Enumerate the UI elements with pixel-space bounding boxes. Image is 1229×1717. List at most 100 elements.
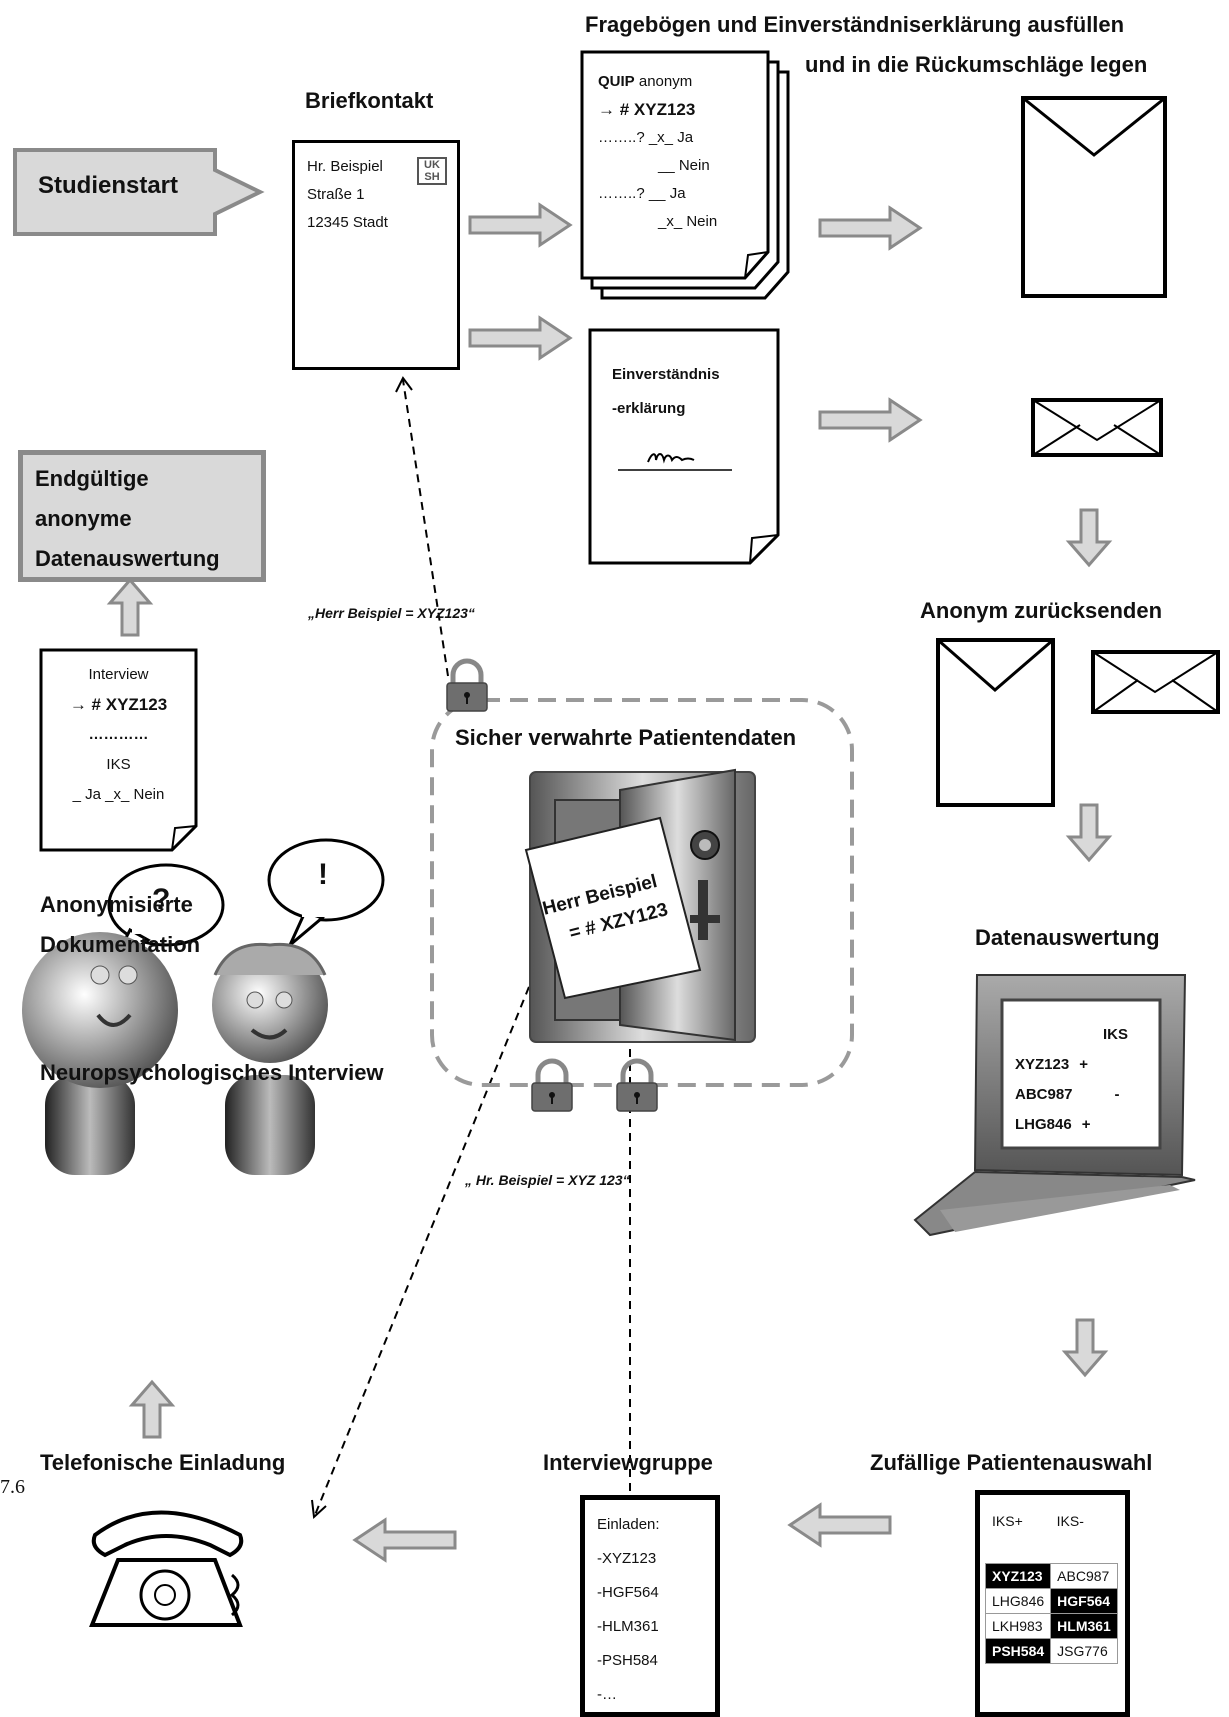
title-fragebogen-line1: Fragebögen und Einverständniserklärung a… [585,12,1125,37]
arrow-up-interview [130,1380,174,1439]
envelope-open-icon [1021,96,1167,298]
envelope-closed-icon [1091,650,1220,714]
invite-title: Einladen: [597,1516,660,1533]
arrow-up-endgueltig [108,578,152,637]
laptop-row: LHG846 + [1015,1110,1155,1140]
endgueltig-line: Endgültige [35,466,149,491]
quip-row: ……..? _x_ Ja [598,129,694,146]
padlock-icon [616,1058,658,1112]
interview-dots: ………… [88,726,149,743]
selection-header: IKS+ [992,1513,1023,1529]
selection-cell: ABC987 [1050,1563,1118,1589]
question-mark: ? [152,883,171,916]
selection-cell: LHG846 [984,1588,1052,1614]
title-briefkontakt: Briefkontakt [305,88,434,113]
selection-cell: HGF564 [1050,1588,1118,1614]
quip-head-bold: QUIP [598,73,635,90]
title-studienstart: Studienstart [38,172,179,199]
studienstart-arrow-box [13,148,265,236]
interview-id: → # XYZ123 [69,695,168,714]
consent-line: Einverständnis [612,366,720,383]
quote-bottom: „ Hr. Beispiel = XYZ 123“ [465,1172,630,1188]
consent-line: -erklärung [612,400,686,417]
margin-number: 7.6 [0,1476,25,1498]
padlock-icon [531,1058,573,1112]
selection-cell: LKH983 [984,1613,1052,1639]
selection-header: IKS- [1056,1513,1084,1529]
laptop-header: IKS [1103,1026,1129,1043]
letter-line: Hr. Beispiel [307,158,383,175]
quip-paper-stack [580,50,790,300]
selection-cell: PSH584 [984,1638,1052,1664]
arrow-down-3 [1063,1318,1107,1377]
arrow-to-quip [468,203,572,247]
invite-item: -XYZ123 [597,1550,657,1567]
letter-line: 12345 Stadt [307,214,388,231]
laptop-row-value: - [1114,1086,1120,1103]
person-right-icon [212,942,328,1175]
arrow-to-envelope-big [818,206,922,250]
quip-row: __ Nein [658,157,710,174]
title-sicher: Sicher verwahrte Patientendaten [455,725,797,750]
envelope-open-icon [936,638,1055,807]
interview-answer: _ Ja _x_ Nein [72,786,165,803]
interview-doc-content: Interview → # XYZ123 ………… IKS _ Ja _x_ N… [41,660,196,810]
interview-paper [39,648,198,852]
selection-cell: JSG776 [1050,1638,1118,1664]
person-left-icon [22,932,178,1175]
interview-title: Interview [88,666,149,683]
arrow-to-consent [468,316,572,360]
laptop-row-id: ABC987 [1015,1086,1073,1103]
endgueltig-line: anonyme [35,506,132,531]
laptop-row-value: + [1079,1056,1088,1073]
laptop-row: ABC987 - [1015,1080,1155,1110]
laptop-row-id: LHG846 [1015,1116,1072,1133]
exclaim-mark: ! [318,858,328,891]
selection-headers: IKS+ IKS- [992,1513,1122,1529]
consent-paper [588,328,780,565]
quip-id: → # XYZ123 [598,100,696,119]
quip-row: ……..? __ Ja [598,185,686,202]
endgueltig-box: Endgültige anonyme Datenauswertung [18,450,266,582]
laptop-row: XYZ123+ [1015,1050,1155,1080]
interview-iks: IKS [106,756,131,773]
arrow-left-1 [788,1503,892,1547]
quip-content: QUIP anonym → # XYZ123 ……..? _x_ Ja __ N… [598,68,758,236]
arrow-to-envelope-small [818,398,922,442]
consent-content: Einverständnis -erklärung [612,358,720,426]
telephone-icon [89,1510,244,1627]
title-telefonisch: Telefonische Einladung [40,1450,286,1475]
letter-line: Straße 1 [307,186,365,203]
laptop-table: IKS XYZ123+ ABC987 - LHG846 + [1015,1020,1155,1140]
title-neuropsych: Neuropsychologisches Interview [40,1060,384,1085]
padlock-icon [446,658,488,712]
title-zufaellig: Zufällige Patientenauswahl [870,1450,1153,1475]
invite-item: -HLM361 [597,1618,659,1635]
arrow-down-1 [1067,508,1111,567]
envelope-closed-icon [1031,398,1163,457]
title-datenauswertung: Datenauswertung [975,925,1160,950]
invite-item: -HGF564 [597,1584,659,1601]
endgueltig-line: Datenauswertung [35,546,220,571]
title-anonym-zuruecksenden: Anonym zurücksenden [920,598,1163,623]
selection-cell: XYZ123 [984,1563,1052,1589]
exclaim-bubble [267,838,385,947]
quip-row: _x_ Nein [658,213,718,230]
invite-item: -PSH584 [597,1652,658,1669]
invite-item: -… [597,1686,617,1703]
arrow-left-2 [353,1518,457,1562]
laptop-row-value: + [1081,1116,1091,1133]
arrow-down-2 [1067,803,1111,862]
quip-head-rest: anonym [634,73,693,90]
title-anonymisierte: Anonymisierte Dokumentation [40,892,201,957]
question-bubble [107,863,225,967]
